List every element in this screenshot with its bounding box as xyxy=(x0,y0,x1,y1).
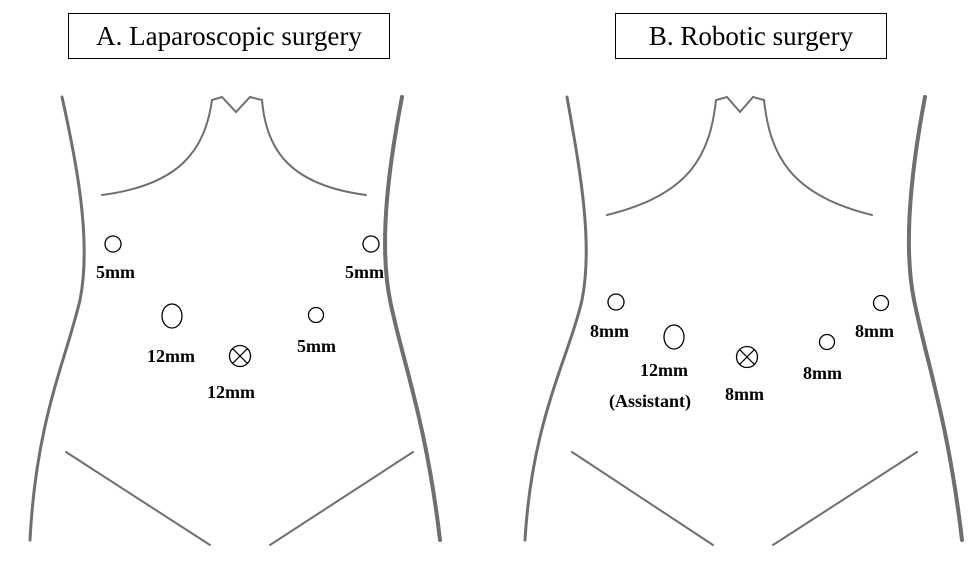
port-marker xyxy=(608,294,624,310)
port-label: 12mm xyxy=(207,382,255,402)
port-label: 8mm xyxy=(725,384,764,404)
camera-port-marker xyxy=(737,347,758,368)
port-label: 5mm xyxy=(297,336,336,356)
port-label: 8mm xyxy=(803,363,842,383)
port-label: 5mm xyxy=(96,262,135,282)
port-marker xyxy=(664,325,684,349)
panel-a-body-outline xyxy=(30,97,440,545)
panel-a-ports: 5mm 5mm 12mm 5mm 12mm xyxy=(96,236,384,402)
port-marker xyxy=(874,296,889,311)
port-label: 8mm xyxy=(855,321,894,341)
port-label: 8mm xyxy=(590,321,629,341)
port-label: 12mm xyxy=(147,346,195,366)
port-label-line2: (Assistant) xyxy=(609,391,691,412)
port-marker xyxy=(162,304,182,328)
panel-b-ports: 8mm 8mm 12mm (Assistant) 8mm 8mm xyxy=(590,294,894,412)
port-marker xyxy=(105,236,121,252)
camera-port-marker xyxy=(230,346,251,367)
port-marker xyxy=(820,335,835,350)
port-marker xyxy=(363,236,379,252)
port-label: 5mm xyxy=(345,262,384,282)
port-label: 12mm xyxy=(640,360,688,380)
port-marker xyxy=(309,308,324,323)
